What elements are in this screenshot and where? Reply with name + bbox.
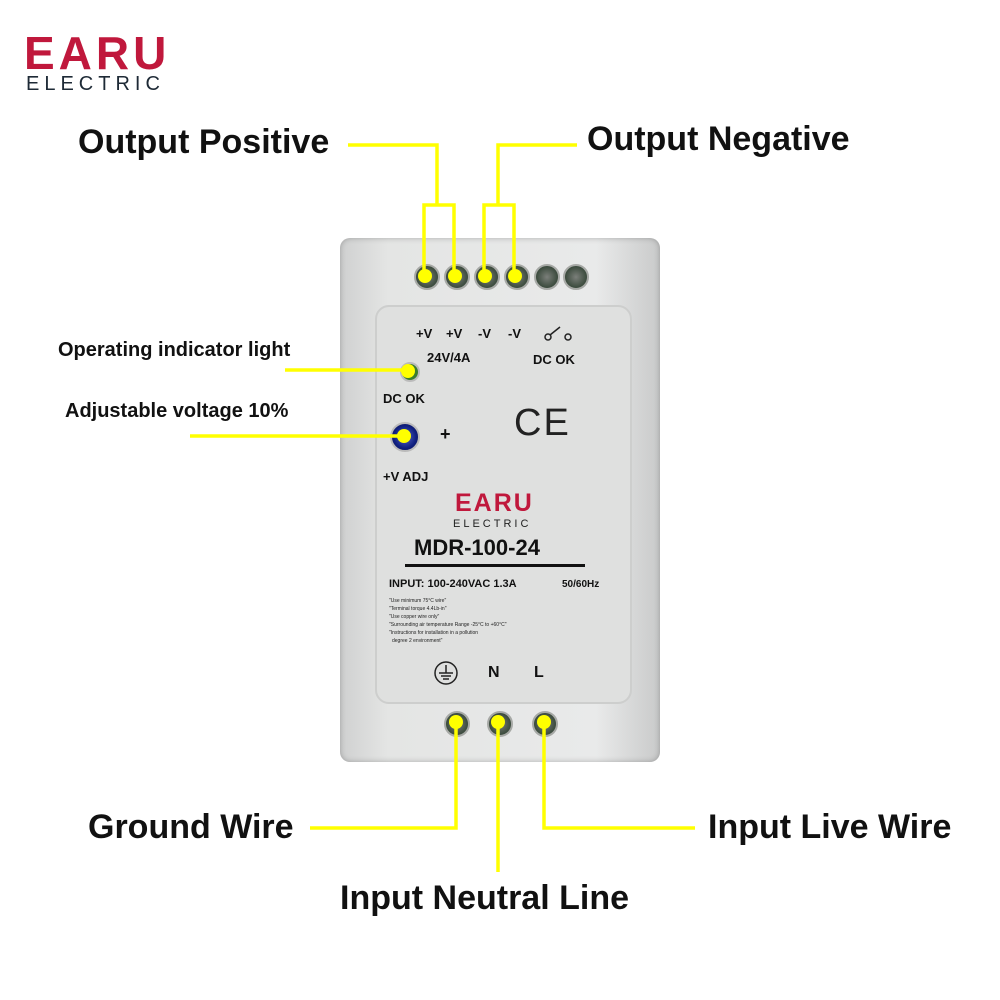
callout-dot: [508, 269, 522, 283]
terminal-label: -V: [478, 326, 491, 341]
input-spec: INPUT: 100-240VAC 1.3A: [389, 578, 517, 590]
callout-dot: [418, 269, 432, 283]
rating: 24V/4A: [427, 350, 471, 365]
line-live: [542, 722, 695, 830]
callout-dot: [449, 715, 463, 729]
terminal-label: +V: [416, 326, 433, 341]
line-output-negative: [496, 143, 577, 205]
note: "Surrounding air temperature Range -25°C…: [389, 622, 507, 628]
device-brand-sub: ELECTRIC: [453, 518, 532, 530]
device-brand: EARU: [455, 489, 534, 517]
callout-output-positive: Output Positive: [78, 123, 330, 161]
model-underline: [405, 564, 585, 567]
logo-sub: ELECTRIC: [26, 73, 165, 95]
ce-mark: CE: [514, 402, 571, 444]
callout-neutral: Input Neutral Line: [340, 879, 629, 917]
callout-dot: [448, 269, 462, 283]
callout-ground: Ground Wire: [88, 808, 294, 846]
model-number: MDR-100-24: [414, 535, 540, 560]
callout-indicator: Operating indicator light: [58, 339, 291, 361]
callout-adjust: Adjustable voltage 10%: [65, 400, 289, 422]
live-label: L: [534, 664, 544, 681]
dc-ok-label: DC OK: [533, 352, 575, 367]
relay-switch-icon: [544, 326, 572, 341]
note: "Use copper wire only": [389, 614, 440, 620]
dc-ok-label-left: DC OK: [383, 391, 425, 406]
callout-dot: [478, 269, 492, 283]
adj-label: +V ADJ: [383, 469, 429, 484]
terminal-label: +V: [446, 326, 463, 341]
line-output-positive: [348, 143, 439, 205]
callout-output-negative: Output Negative: [587, 120, 850, 158]
screw-terminal: [534, 264, 560, 290]
callout-dot: [491, 715, 505, 729]
line-ground: [310, 722, 458, 830]
screw-terminal: [563, 264, 589, 290]
note: "Instructions for installation in a poll…: [389, 630, 479, 636]
ground-symbol-icon: [434, 661, 458, 685]
callout-dot: [537, 715, 551, 729]
bracket-output-negative: [482, 203, 516, 275]
terminal-label: -V: [508, 326, 521, 341]
freq-spec: 50/60Hz: [562, 579, 600, 590]
callout-dot: [401, 364, 415, 378]
logo-brand: EARU: [24, 27, 171, 79]
bracket-output-positive: [422, 203, 456, 275]
note: "Terminal torque 4.4Lb-in": [389, 606, 447, 612]
callout-dot: [397, 429, 411, 443]
callout-live: Input Live Wire: [708, 808, 952, 846]
safety-notes: "Use minimum 75°C wire" "Terminal torque…: [389, 597, 506, 645]
neutral-label: N: [488, 664, 500, 681]
note: "Use minimum 75°C wire": [389, 598, 447, 604]
note: degree 2 environment": [392, 638, 443, 644]
plus-sign: +: [440, 424, 451, 444]
